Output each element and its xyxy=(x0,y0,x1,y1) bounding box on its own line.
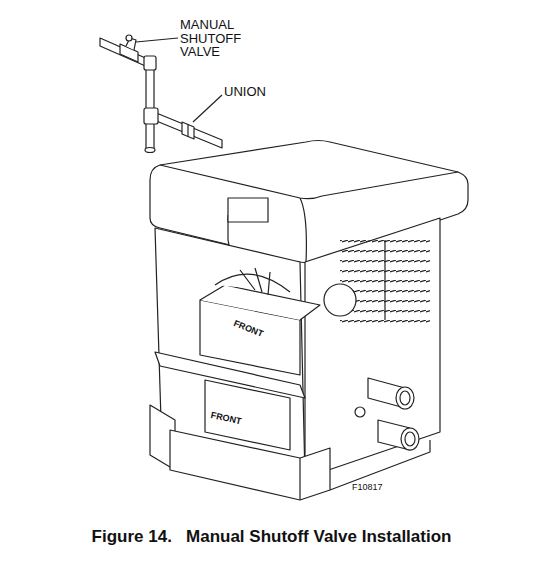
part-label: UNION xyxy=(224,84,266,99)
figure-number: F10817 xyxy=(352,482,383,492)
union xyxy=(182,122,194,139)
water-connections xyxy=(355,378,419,450)
heater-cabinet xyxy=(150,218,440,500)
part-label: MANUAL SHUTOFF VALVE xyxy=(180,18,260,59)
manual-shutoff-valve xyxy=(120,35,138,62)
figure-caption: Figure 14. Manual Shutoff Valve Installa… xyxy=(0,527,543,547)
